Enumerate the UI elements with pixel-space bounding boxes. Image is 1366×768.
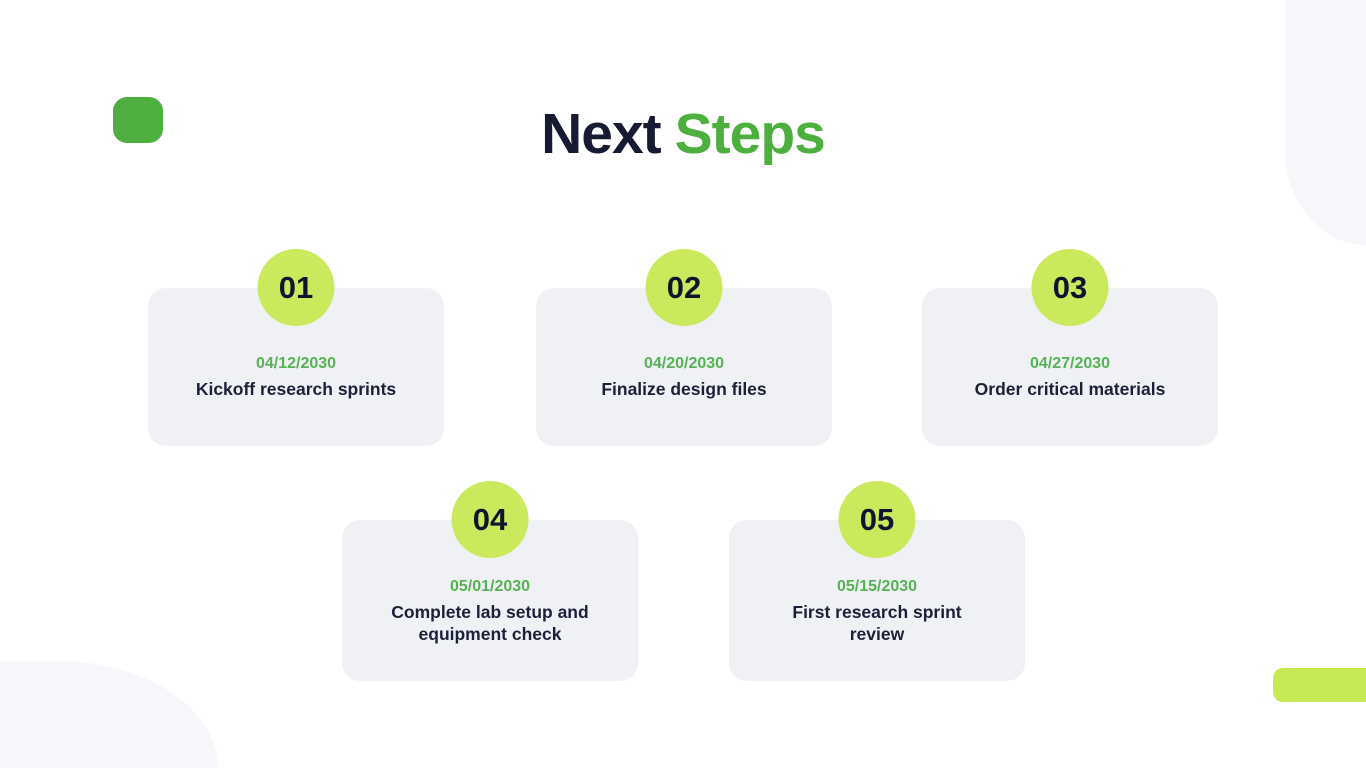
step-number-badge: 02: [645, 249, 723, 326]
step-card-2: 02 04/20/2030 Finalize design files: [536, 249, 832, 446]
step-card-5: 05 05/15/2030 First research sprint revi…: [729, 481, 1025, 681]
step-number: 05: [859, 501, 895, 537]
title-part-green: Steps: [674, 102, 826, 166]
step-date: 04/12/2030: [255, 355, 337, 373]
step-date: 04/20/2030: [643, 355, 725, 373]
step-card-3: 03 04/27/2030 Order critical materials: [922, 249, 1218, 446]
step-number-badge: 03: [1031, 249, 1109, 326]
step-number-badge: 04: [451, 481, 529, 558]
accent-square-top-left: [113, 97, 163, 143]
step-label: First research sprint review: [792, 601, 962, 644]
step-label: Kickoff research sprints: [195, 379, 397, 400]
corner-shape-top-right: [1285, 0, 1366, 245]
step-number-badge: 05: [838, 481, 916, 558]
step-number-badge: 01: [257, 249, 335, 326]
step-label: Complete lab setup and equipment check: [391, 601, 589, 644]
step-date: 04/27/2030: [1029, 355, 1111, 373]
corner-shape-bottom-left: [0, 661, 218, 768]
accent-bar-bottom-right: [1273, 668, 1366, 702]
step-label: Finalize design files: [601, 379, 767, 400]
step-card-1: 01 04/12/2030 Kickoff research sprints: [148, 249, 444, 446]
step-card-4: 04 05/01/2030 Complete lab setup and equ…: [342, 481, 638, 681]
step-number: 03: [1052, 269, 1088, 305]
step-number: 02: [666, 269, 702, 305]
step-number: 01: [278, 269, 314, 305]
title-part-dark: Next: [541, 102, 662, 166]
step-date: 05/15/2030: [836, 577, 918, 595]
step-label: Order critical materials: [974, 379, 1166, 400]
step-number: 04: [472, 501, 508, 537]
step-date: 05/01/2030: [449, 577, 531, 595]
